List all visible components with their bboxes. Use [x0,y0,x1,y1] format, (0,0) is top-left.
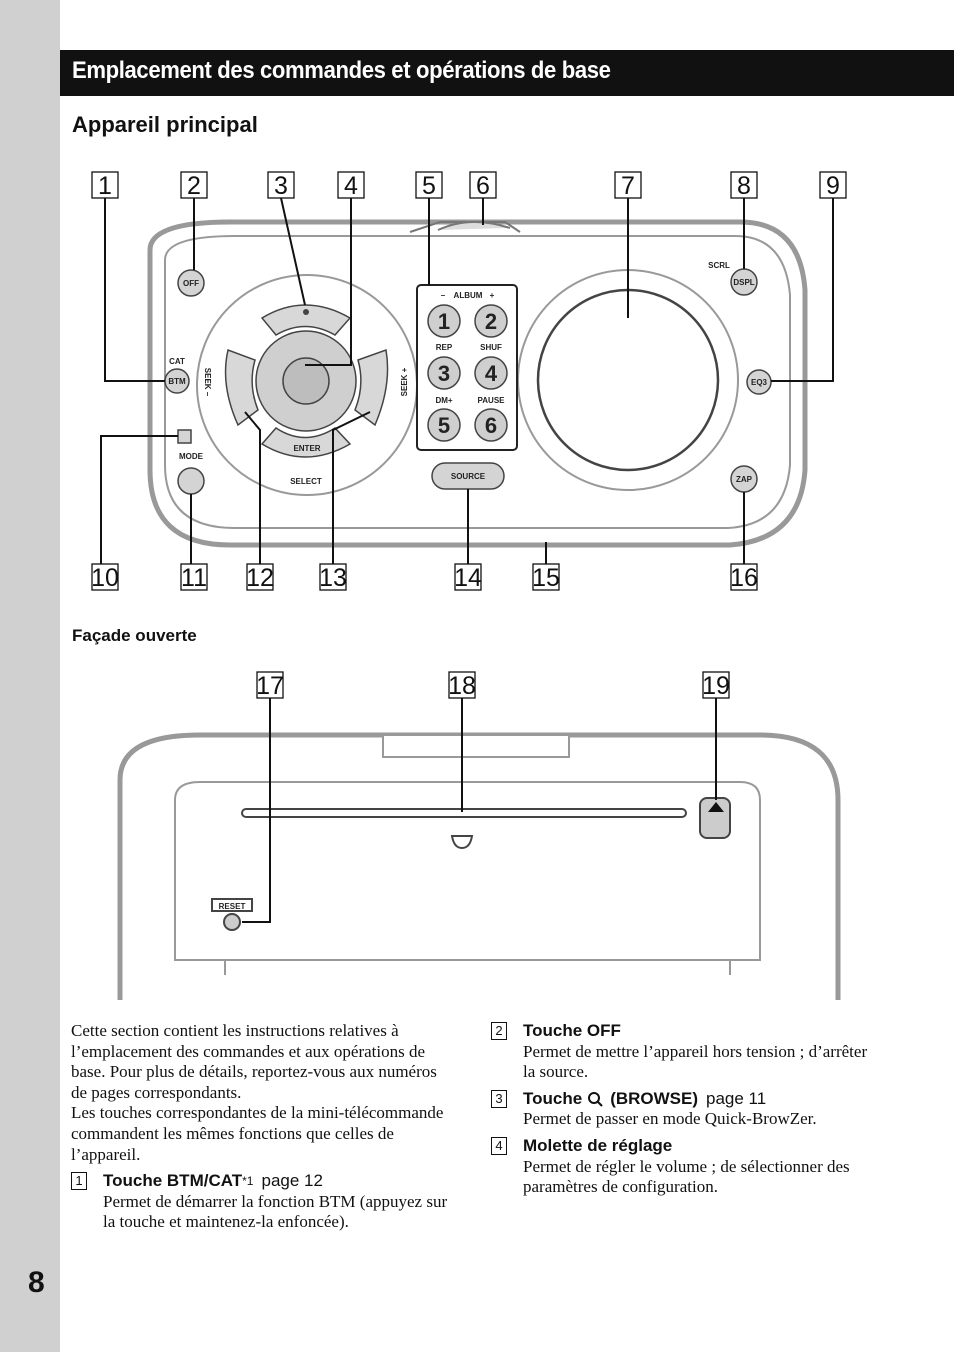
item-1-number: 1 [71,1172,87,1191]
facade-label: Façade ouverte [72,626,197,645]
item-1: 1 Touche BTM/CAT*1 page 12 Permet de dém… [71,1171,456,1233]
item-4: 4 Molette de réglage Permet de régler le… [491,1136,871,1198]
page-sidebar [0,0,60,1352]
callout-6: 6 [476,172,490,200]
preset-6-button[interactable] [474,408,508,442]
off-label: OFF [183,279,199,288]
item-3-title-b: (BROWSE) [610,1088,699,1108]
item-1-page: page 12 [261,1171,323,1191]
item-2: 2 Touche OFF Permet de mettre l’appareil… [491,1021,871,1083]
zap-label: ZAP [736,475,753,484]
ir-sensor-icon [177,429,192,444]
item-3-title-a: Touche [523,1088,583,1108]
select-label: SELECT [290,477,322,486]
leader-lines [100,197,834,564]
callout-16: 16 [730,564,758,592]
btm-label: BTM [168,377,186,386]
callout-9: 9 [826,172,840,200]
mode-label: MODE [179,452,204,461]
search-icon [588,1092,603,1107]
intro-paragraph-2: Les touches correspondantes de la mini-t… [71,1103,444,1164]
seek-minus-label: SEEK – [203,368,212,397]
item-3-page: page 11 [706,1088,767,1108]
reset-button[interactable] [223,913,241,931]
items-column: 2 Touche OFF Permet de mettre l’appareil… [491,1021,871,1198]
back-button[interactable] [177,467,205,495]
album-minus-label: – [441,291,446,300]
scrl-label: SCRL [708,261,730,270]
preset-5-button[interactable] [427,408,461,442]
callout-11: 11 [181,564,207,592]
item-4-title: Molette de réglage [523,1135,673,1155]
callout-15: 15 [532,564,560,592]
preset-6-label: 6 [485,413,497,438]
seek-plus-button[interactable] [354,348,389,427]
item-1-desc: Permet de démarrer la fonction BTM (appu… [103,1191,448,1232]
item-3: 3 Touche (BROWSE) page 11 Permet de pass… [491,1089,871,1130]
preset-5-label: 5 [438,413,450,438]
callout-5: 5 [422,172,436,200]
item-3-number: 3 [491,1090,507,1109]
item-2-number: 2 [491,1022,507,1041]
seek-plus-label: SEEK + [400,367,409,396]
eject-icon [708,802,724,812]
preset-2-label: 2 [485,309,497,334]
item-2-title: Touche OFF [523,1021,621,1040]
enter-button[interactable] [260,427,352,458]
callout-1: 1 [98,172,112,200]
callout-10: 10 [91,564,119,592]
item-1-note: *1 [242,1174,254,1189]
intro-column: Cette section contient les instructions … [71,1021,456,1233]
item-4-number: 4 [491,1137,507,1156]
pause-label: PAUSE [478,396,506,405]
title-bar [60,50,954,96]
open-facade [117,732,841,1000]
cat-label: CAT [169,357,185,366]
search-icon [303,309,309,315]
off-button[interactable] [177,269,205,297]
control-dial [224,304,389,458]
eq3-label: EQ3 [751,378,768,387]
preset-4-button[interactable] [474,356,508,390]
callout-8: 8 [737,172,751,200]
rep-label: REP [436,343,453,352]
seek-minus-button[interactable] [224,348,259,427]
preset-4-label: 4 [485,361,498,386]
dm-plus-label: DM+ [435,396,452,405]
callout-14: 14 [454,564,482,592]
page-number: 8 [28,1266,45,1299]
callout-13: 13 [319,564,347,592]
section-subtitle: Appareil principal [72,112,258,137]
item-4-desc: Permet de régler le volume ; de sélectio… [523,1156,850,1197]
browse-button[interactable] [260,304,352,336]
source-label: SOURCE [451,472,486,481]
callout-18: 18 [448,672,476,700]
preset-3-label: 3 [438,361,450,386]
preset-2-button[interactable] [474,304,508,338]
intro-paragraph-1: Cette section contient les instructions … [71,1021,437,1102]
reset-label: RESET [219,902,246,911]
callout-3: 3 [274,172,288,200]
callout-4: 4 [344,172,358,200]
preset-1-button[interactable] [427,304,461,338]
callout-17: 17 [256,672,284,700]
preset-1-label: 1 [438,309,450,334]
item-2-desc: Permet de mettre l’appareil hors tension… [523,1041,868,1082]
album-plus-label: + [490,291,495,300]
callout-19: 19 [702,672,730,700]
preset-3-button[interactable] [427,356,461,390]
control-dial-center[interactable] [282,357,330,405]
item-1-title: Touche BTM/CAT [103,1171,243,1191]
item-3-desc: Permet de passer en mode Quick-BrowZer. [523,1109,817,1129]
enter-label: ENTER [293,444,320,453]
page-title: Emplacement des commandes et opérations … [72,57,611,84]
album-label: ALBUM [454,291,483,300]
callout-12: 12 [246,564,274,592]
shuf-label: SHUF [480,343,502,352]
dspl-label: DSPL [733,278,754,287]
callout-2: 2 [187,172,201,200]
callout-7: 7 [621,172,635,200]
numpad-panel: 1 2 3 4 5 6 – ALBUM + REP SHUF DM+ PAUSE [416,284,518,451]
